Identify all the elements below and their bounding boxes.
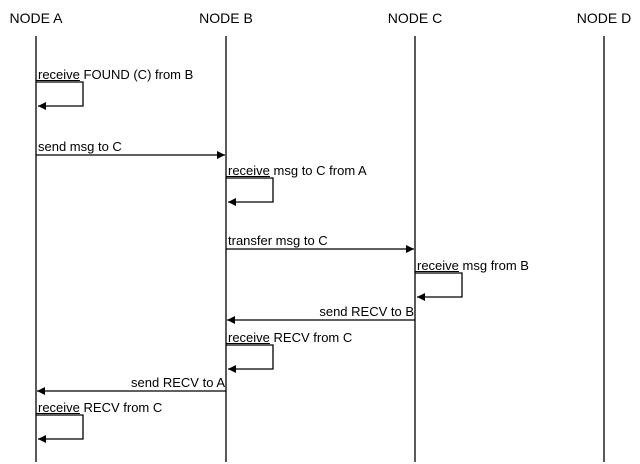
self-message: receive msg to C from A bbox=[226, 163, 367, 206]
message-label: transfer msg to C bbox=[228, 233, 328, 248]
self-message: receive RECV from C bbox=[226, 330, 352, 373]
message-arrow: send RECV to B bbox=[227, 304, 415, 324]
self-loop-arrow bbox=[226, 177, 274, 206]
node-label-node-a: NODE A bbox=[10, 10, 64, 26]
self-message: receive msg from B bbox=[415, 258, 529, 301]
node-label-node-c: NODE C bbox=[388, 10, 442, 26]
node-label-node-b: NODE B bbox=[199, 10, 253, 26]
message-label: receive msg from B bbox=[417, 258, 529, 273]
self-loop-arrow bbox=[36, 414, 84, 443]
message-arrow: transfer msg to C bbox=[226, 233, 414, 253]
message-label: send msg to C bbox=[38, 139, 122, 154]
message-label: send RECV to A bbox=[131, 375, 225, 390]
message-label: receive msg to C from A bbox=[228, 163, 367, 178]
self-message: receive FOUND (C) from B bbox=[36, 67, 193, 110]
message-arrow: send RECV to A bbox=[37, 375, 226, 395]
message-label: receive RECV from C bbox=[228, 330, 352, 345]
message-label: receive RECV from C bbox=[38, 400, 162, 415]
message-label: send RECV to B bbox=[319, 304, 414, 319]
self-loop-arrow bbox=[226, 344, 274, 373]
self-loop-arrow bbox=[36, 81, 84, 110]
self-loop-arrow bbox=[415, 272, 463, 301]
self-message: receive RECV from C bbox=[36, 400, 162, 443]
message-label: receive FOUND (C) from B bbox=[38, 67, 193, 82]
message-arrow: send msg to C bbox=[36, 139, 225, 159]
node-label-node-d: NODE D bbox=[577, 10, 631, 26]
